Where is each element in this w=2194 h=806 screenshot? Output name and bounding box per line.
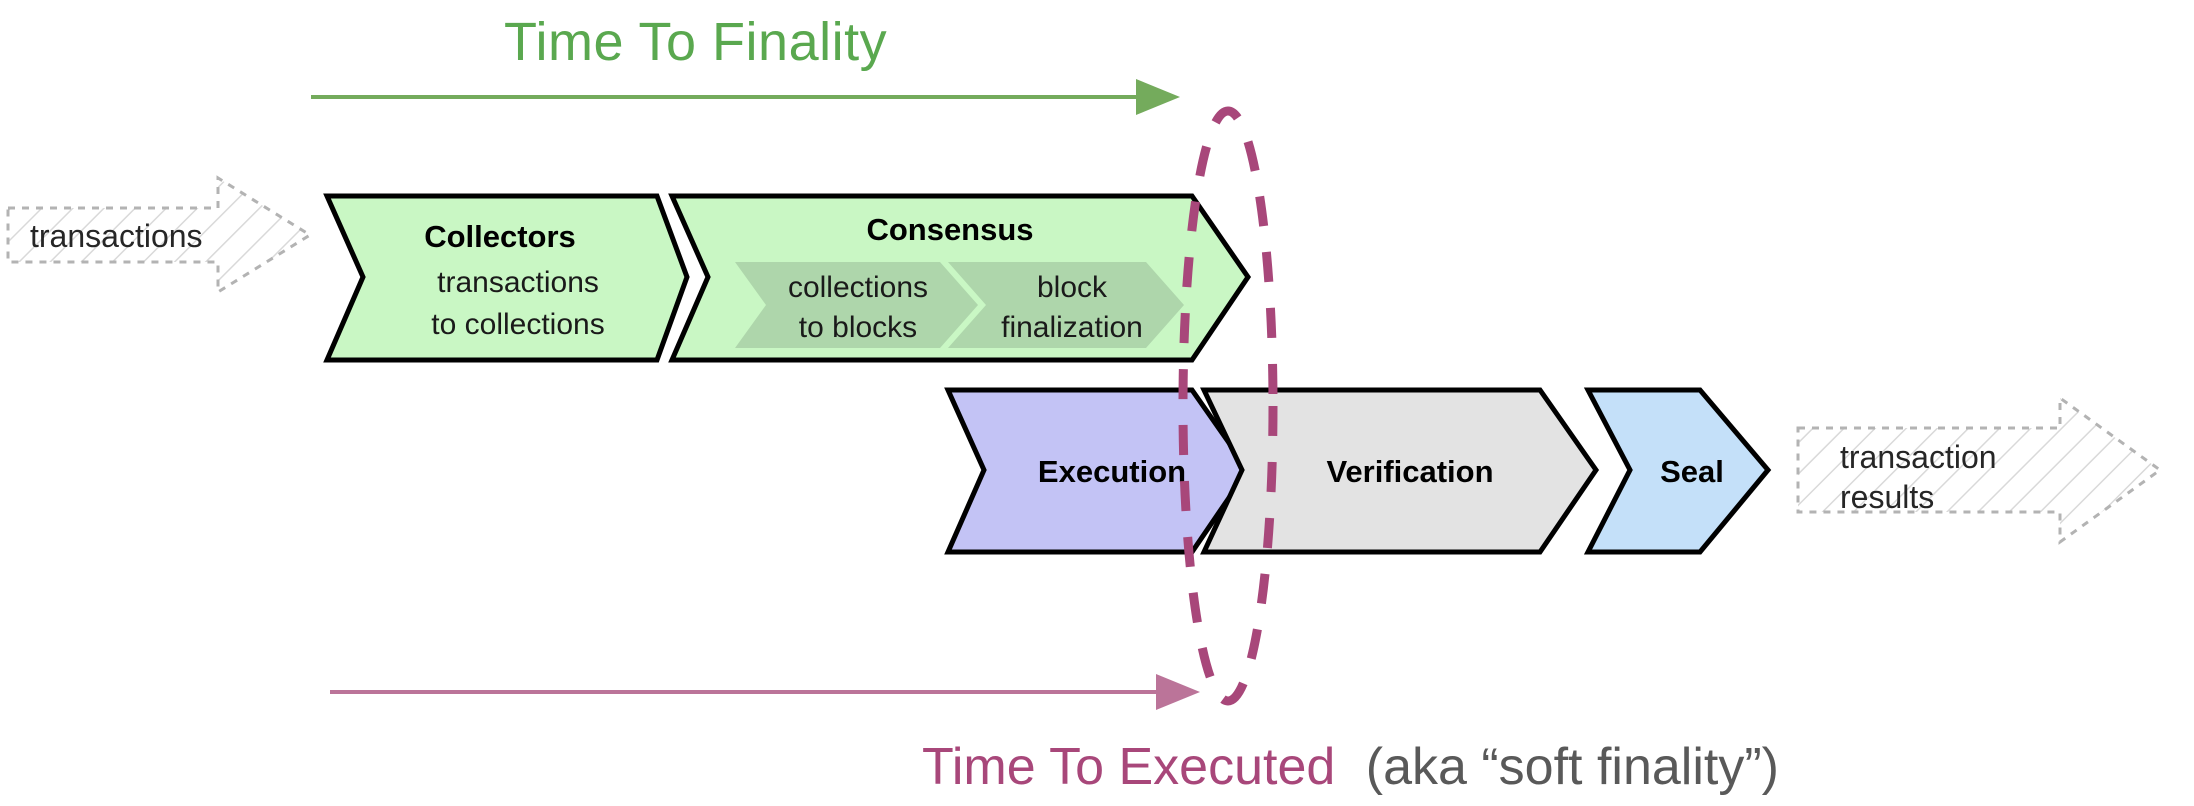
- collectors-subline-2: to collections: [431, 308, 604, 341]
- consensus-substage-collections-to-blocks[interactable]: collections to blocks: [735, 262, 978, 348]
- consensus-substage-block-finalization[interactable]: block finalization: [948, 262, 1184, 348]
- output-transaction-results-shape: transaction results: [1796, 395, 2163, 545]
- input-transactions-label: transactions: [30, 218, 203, 254]
- time-to-executed-label-group: Time To Executed (aka “soft finality”): [922, 738, 1779, 796]
- collectors-title: Collectors: [424, 219, 576, 254]
- consensus-sub2-shape[interactable]: [948, 262, 1184, 348]
- time-to-executed-main: Time To Executed: [922, 738, 1335, 796]
- collectors-chevron-shape[interactable]: [323, 193, 690, 363]
- execution-title: Execution: [1038, 454, 1186, 489]
- stage-seal[interactable]: Seal: [1583, 387, 1772, 555]
- stage-collectors[interactable]: Collectors transactions to collections: [323, 193, 690, 363]
- seal-chevron-shape[interactable]: [1583, 387, 1772, 555]
- collectors-subline-1: transactions: [437, 266, 599, 299]
- finality-boundary-ellipse: [1178, 106, 1278, 706]
- consensus-sub1-line2: to blocks: [799, 311, 917, 344]
- seal-title: Seal: [1660, 454, 1724, 489]
- output-arrow-outline: [1796, 395, 2163, 545]
- time-to-executed-suffix: (aka “soft finality”): [1366, 738, 1779, 796]
- consensus-sub2-line1: block: [1037, 271, 1108, 304]
- stage-consensus[interactable]: Consensus collections to blocks block fi…: [668, 193, 1252, 363]
- consensus-title: Consensus: [866, 212, 1033, 247]
- consensus-sub1-shape[interactable]: [735, 262, 978, 348]
- verification-title: Verification: [1326, 454, 1493, 489]
- output-label-line-2: results: [1840, 479, 1934, 515]
- output-label-line-1: transaction: [1840, 439, 1997, 475]
- input-arrow-outline: [6, 175, 313, 295]
- stage-execution[interactable]: Execution: [944, 387, 1252, 555]
- consensus-sub1-line1: collections: [788, 271, 928, 304]
- verification-chevron-shape[interactable]: [1200, 387, 1600, 555]
- input-transactions-shape: transactions: [6, 175, 313, 295]
- stage-verification[interactable]: Verification: [1200, 387, 1600, 555]
- consensus-sub2-line2: finalization: [1001, 311, 1143, 344]
- time-to-finality-title: Time To Finality: [504, 12, 887, 72]
